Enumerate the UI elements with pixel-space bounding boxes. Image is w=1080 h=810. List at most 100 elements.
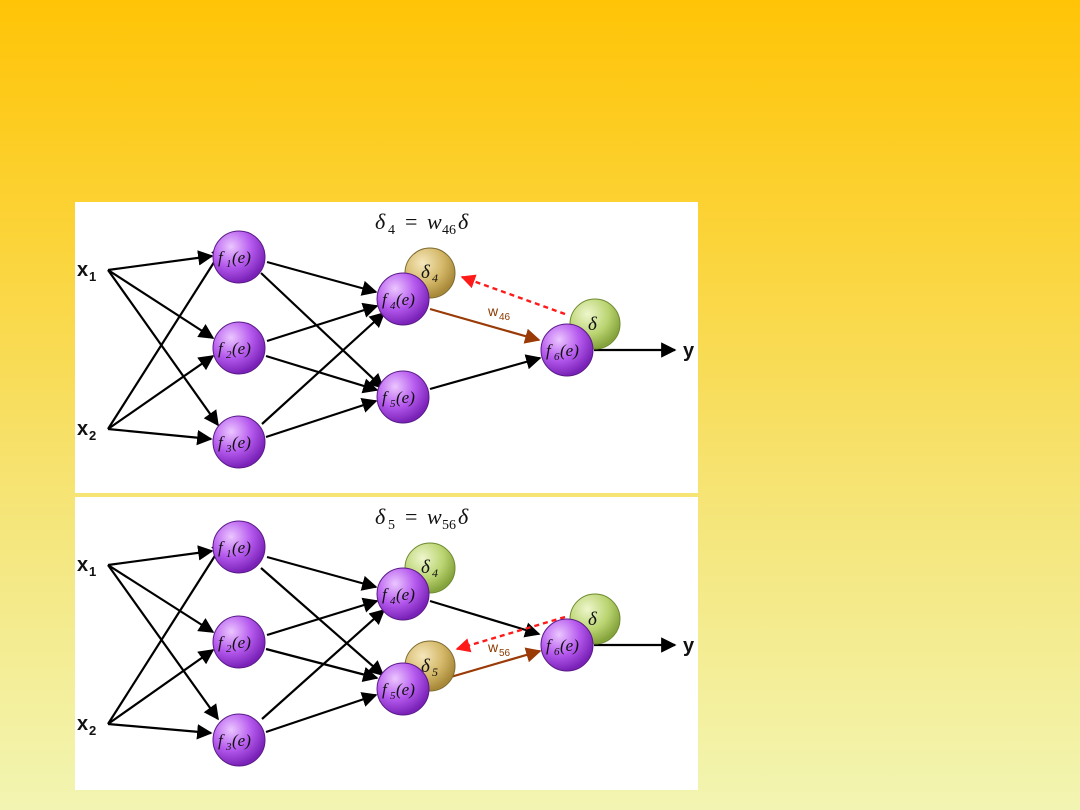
network-diagram-bottom: δ 5 = w 56 δ w 56 x 1 x — [77, 504, 695, 767]
svg-text:(e): (e) — [232, 248, 251, 267]
formula-rhs-sub: 56 — [442, 518, 456, 533]
svg-text:(e): (e) — [232, 633, 251, 652]
edges-input-layer — [107, 243, 226, 446]
weight-label: w 46 — [487, 303, 511, 323]
input-x2: x 2 — [77, 418, 96, 443]
formula-rhs-sub: 46 — [442, 223, 456, 238]
svg-text:2: 2 — [89, 723, 96, 738]
neuron-f3: f 3 (e) — [212, 415, 266, 469]
svg-text:(e): (e) — [232, 433, 251, 452]
svg-text:f: f — [382, 680, 389, 699]
formula-equals: = — [405, 504, 417, 529]
neuron-f5: f 5 (e) — [376, 370, 430, 424]
formula-delta5: δ 5 = w 56 δ — [375, 504, 469, 533]
svg-text:1: 1 — [226, 258, 232, 270]
neuron-f2: f 2 (e) — [212, 615, 266, 669]
formula-equals: = — [405, 209, 417, 234]
neuron-f3: f 3 (e) — [212, 713, 266, 767]
svg-text:f: f — [218, 731, 225, 750]
svg-text:f: f — [218, 633, 225, 652]
formula-lhs: δ — [375, 209, 386, 234]
formula-lhs-sub: 5 — [388, 518, 395, 533]
svg-text:δ: δ — [421, 262, 431, 283]
svg-text:5: 5 — [390, 690, 396, 702]
formula-rhs-var: w — [427, 209, 442, 234]
svg-text:f: f — [218, 339, 225, 358]
svg-text:f: f — [382, 290, 389, 309]
input-x1: x 1 — [77, 259, 96, 284]
svg-text:3: 3 — [225, 443, 232, 455]
svg-text:56: 56 — [499, 648, 511, 659]
svg-text:2: 2 — [89, 428, 96, 443]
formula-lhs-sub: 4 — [388, 223, 395, 238]
svg-text:(e): (e) — [232, 731, 251, 750]
network-diagram-top: δ 4 = w 46 δ w 46 x 1 x — [77, 209, 695, 469]
input-x2: x 2 — [77, 713, 96, 738]
svg-text:f: f — [218, 433, 225, 452]
weight-label: w 56 — [487, 639, 511, 659]
edges-hidden-layer — [260, 555, 386, 734]
svg-text:3: 3 — [225, 741, 232, 753]
diagram-panel-bottom: δ 5 = w 56 δ w 56 x 1 x — [75, 497, 698, 790]
neuron-f1: f 1 (e) — [212, 230, 266, 284]
svg-text:1: 1 — [89, 564, 96, 579]
svg-text:2: 2 — [226, 643, 232, 655]
svg-text:4: 4 — [432, 566, 438, 580]
svg-text:(e): (e) — [232, 538, 251, 557]
neuron-f2: f 2 (e) — [212, 321, 266, 375]
svg-text:6: 6 — [554, 646, 560, 658]
input-x1: x 1 — [77, 554, 96, 579]
neuron-f4: f 4 (e) — [376, 567, 430, 621]
svg-text:1: 1 — [89, 269, 96, 284]
edges-hidden-layer — [260, 260, 386, 439]
svg-text:(e): (e) — [232, 339, 251, 358]
error-backprop-arrow — [455, 615, 566, 653]
svg-text:w: w — [487, 639, 499, 655]
svg-text:4: 4 — [390, 595, 396, 607]
svg-text:x: x — [77, 713, 88, 735]
svg-text:4: 4 — [432, 271, 438, 285]
svg-text:f: f — [546, 341, 553, 360]
svg-text:(e): (e) — [560, 636, 579, 655]
formula-rhs-end: δ — [458, 209, 469, 234]
diagram-panel-top: δ 4 = w 46 δ w 46 x 1 x — [75, 202, 698, 493]
svg-text:(e): (e) — [396, 388, 415, 407]
output-y: y — [683, 635, 695, 657]
formula-rhs-end: δ — [458, 504, 469, 529]
svg-text:5: 5 — [390, 398, 396, 410]
neuron-f6: f 6 (e) — [540, 618, 594, 672]
svg-text:(e): (e) — [396, 290, 415, 309]
formula-lhs: δ — [375, 504, 386, 529]
error-backprop-arrow — [460, 274, 566, 316]
svg-text:f: f — [218, 248, 225, 267]
edges-input-layer — [107, 538, 226, 740]
neuron-f5: f 5 (e) — [376, 662, 430, 716]
svg-text:5: 5 — [432, 665, 438, 679]
svg-text:(e): (e) — [396, 585, 415, 604]
svg-text:2: 2 — [226, 349, 232, 361]
svg-text:δ: δ — [421, 557, 431, 578]
weight-edge-w46 — [429, 307, 541, 344]
neuron-f1: f 1 (e) — [212, 520, 266, 574]
svg-text:w: w — [487, 303, 499, 319]
formula-delta4: δ 4 = w 46 δ — [375, 209, 469, 238]
svg-text:f: f — [218, 538, 225, 557]
svg-text:f: f — [546, 636, 553, 655]
svg-text:f: f — [382, 585, 389, 604]
edges-output-layer — [429, 274, 677, 391]
neuron-f4: f 4 (e) — [376, 272, 430, 326]
svg-text:δ: δ — [421, 656, 431, 677]
svg-text:δ: δ — [588, 314, 598, 335]
svg-text:x: x — [77, 418, 88, 440]
svg-text:1: 1 — [226, 548, 232, 560]
output-y: y — [683, 340, 695, 362]
svg-text:δ: δ — [588, 609, 598, 630]
neuron-f6: f 6 (e) — [540, 323, 594, 377]
svg-text:x: x — [77, 554, 88, 576]
svg-text:46: 46 — [499, 312, 511, 323]
svg-text:6: 6 — [554, 351, 560, 363]
svg-text:(e): (e) — [396, 680, 415, 699]
svg-text:4: 4 — [390, 300, 396, 312]
svg-text:f: f — [382, 388, 389, 407]
formula-rhs-var: w — [427, 504, 442, 529]
